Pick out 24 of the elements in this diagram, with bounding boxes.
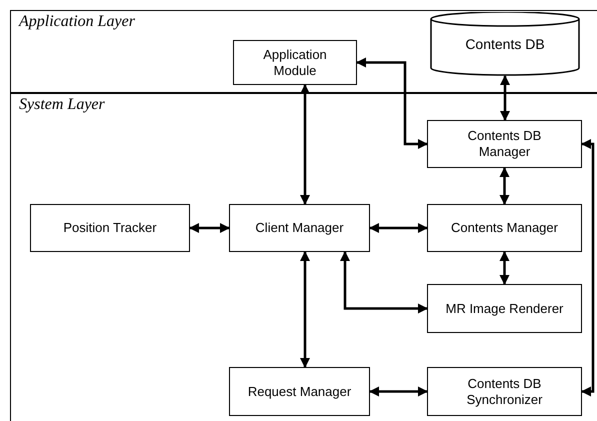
layer-title: System Layer <box>19 96 105 114</box>
double-arrow <box>369 223 428 233</box>
double-arrow <box>581 139 594 396</box>
double-arrow <box>340 251 428 314</box>
double-arrow <box>500 251 510 285</box>
component-box: Application Module <box>233 40 357 85</box>
layer-band <box>10 93 597 421</box>
double-arrow <box>300 251 310 368</box>
layer-title: Application Layer <box>19 13 135 31</box>
component-box: Request Manager <box>229 367 370 416</box>
component-box: Contents DB Manager <box>427 120 582 168</box>
layer-band <box>10 10 597 93</box>
double-arrow <box>300 84 310 205</box>
component-box: Contents Manager <box>427 204 582 252</box>
component-box: Client Manager <box>229 204 370 252</box>
double-arrow <box>356 58 428 149</box>
double-arrow <box>500 167 510 205</box>
component-box: Position Tracker <box>30 204 190 252</box>
component-box: Contents DB Synchronizer <box>427 367 582 416</box>
database-cylinder: Contents DB <box>430 12 580 76</box>
double-arrow <box>500 75 510 121</box>
component-box: MR Image Renderer <box>427 284 582 333</box>
double-arrow <box>189 223 230 233</box>
double-arrow <box>369 386 428 396</box>
